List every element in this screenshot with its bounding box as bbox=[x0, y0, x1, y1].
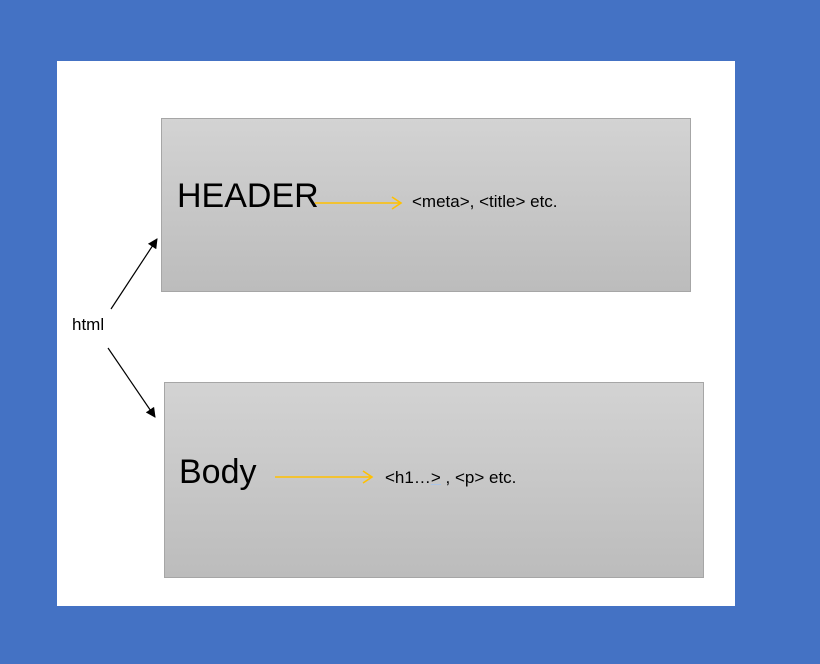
html-root-label: html bbox=[72, 315, 105, 334]
html-to-body-arrow bbox=[107, 347, 156, 418]
body-content-part1: <h1 bbox=[385, 468, 414, 487]
body-content-part4: , <p> etc. bbox=[440, 468, 517, 487]
arrows-layer bbox=[107, 238, 158, 418]
html-to-header-arrow bbox=[110, 238, 158, 310]
body-content-part2: … bbox=[413, 468, 431, 487]
body-content-text: <h1…> , <p> etc. bbox=[385, 469, 516, 486]
diagram-slide: HEADER <meta>, <title> etc. Body <h1…> ,… bbox=[57, 61, 735, 606]
body-title: Body bbox=[179, 453, 257, 491]
header-title: HEADER bbox=[177, 177, 319, 215]
body-content-part3: > bbox=[430, 468, 441, 487]
body-content-arrow bbox=[275, 470, 374, 484]
body-box: Body <h1…> , <p> etc. bbox=[164, 382, 704, 578]
header-content-text: <meta>, <title> etc. bbox=[412, 192, 558, 211]
header-content-arrow bbox=[315, 196, 403, 210]
header-box: HEADER <meta>, <title> etc. bbox=[161, 118, 691, 292]
